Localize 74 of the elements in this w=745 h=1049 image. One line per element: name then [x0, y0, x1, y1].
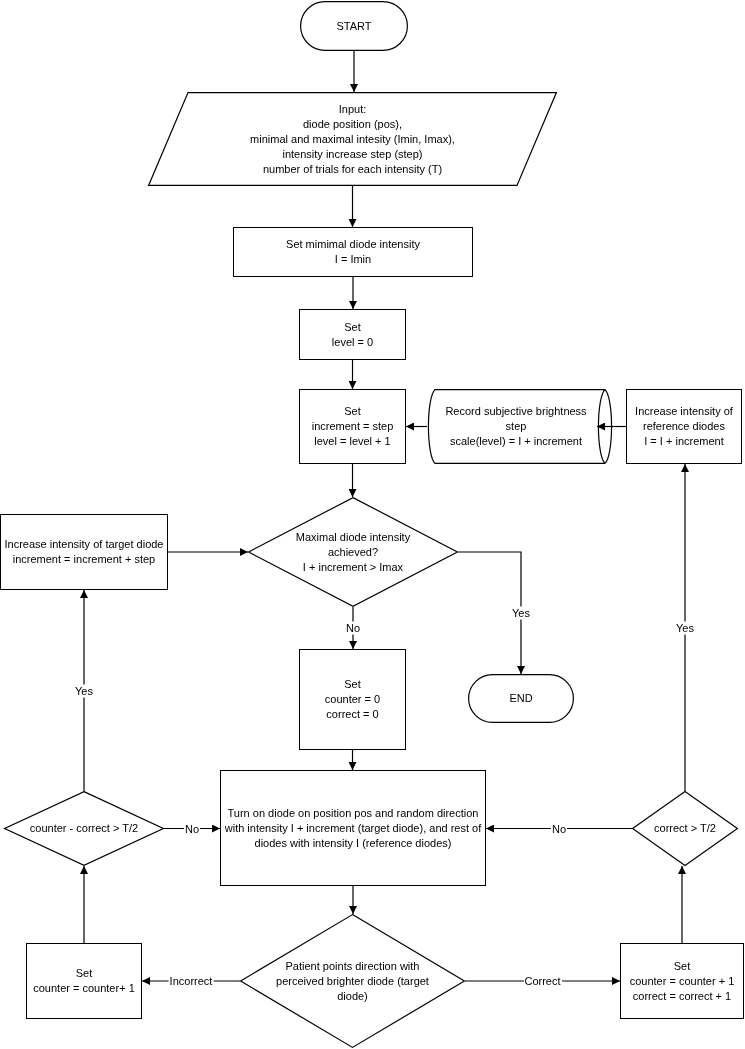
- node-text: START: [336, 18, 372, 34]
- arrow: [350, 50, 358, 93]
- process-box: [220, 770, 486, 886]
- node-text: number of trials for each intensity (T): [262, 161, 443, 177]
- node-text: counter - correct > T/2: [29, 821, 139, 836]
- process-box: [26, 943, 142, 1019]
- node-text: increment = step: [311, 419, 394, 434]
- storage-cylinder: [427, 389, 613, 464]
- arrow: [349, 276, 357, 310]
- arrow: [167, 548, 249, 556]
- node-text: increment = increment + step: [12, 552, 156, 567]
- input-parallelogram: [148, 92, 557, 186]
- node-text: minimal and maximal intesity (Imin, Imax),: [250, 131, 455, 147]
- arrow: [681, 463, 689, 792]
- process-box: [299, 309, 406, 360]
- node-text: Turn on diode on position pos and random direction with intensity I + increment (target diode), and rest of diodes with intensity I (reference diodes): [223, 805, 483, 851]
- node-text: Set: [344, 404, 361, 419]
- node-text: correct = 0: [326, 707, 379, 722]
- node-text: correct = correct + 1: [632, 988, 732, 1004]
- node-text: counter = counter + 1: [629, 973, 735, 989]
- arrow: [596, 422, 627, 431]
- node-text: correct > T/2: [654, 821, 716, 836]
- arrow: [405, 422, 428, 431]
- decision-diamond: [4, 791, 164, 866]
- node-text: Set: [75, 966, 93, 981]
- arrow: [348, 749, 357, 771]
- node-text: Increase intensity of target diode: [4, 537, 164, 552]
- node-text: Set: [673, 958, 691, 974]
- node-text: counter = counter+ 1: [33, 981, 135, 996]
- decision-diamond: [632, 791, 738, 866]
- node-text: I = I + increment: [644, 434, 724, 449]
- arrow: [80, 589, 88, 792]
- node-text: diode position (pos),: [302, 116, 403, 132]
- node-text: intensity increase step (step): [282, 146, 423, 162]
- terminal-shape: [468, 674, 574, 723]
- edge-label: Yes: [675, 621, 695, 634]
- edge-label: Correct: [523, 974, 562, 988]
- edge-label: Incorrect: [168, 974, 214, 988]
- node-text: level = 0: [331, 334, 374, 350]
- arrow: [485, 824, 633, 833]
- process-box: [299, 649, 406, 750]
- arrow: [457, 551, 525, 675]
- process-box: [233, 227, 473, 277]
- node-text: Set mimimal diode intensity: [286, 237, 420, 252]
- edge-label: Yes: [511, 606, 531, 620]
- node-text: I + increment > Imax: [302, 559, 404, 575]
- node-text: Input:: [338, 101, 367, 117]
- decision-diamond: [240, 914, 465, 1048]
- edge-label: No: [183, 822, 201, 835]
- node-text: Patient points direction with perceived brighter diode (target diode): [275, 958, 430, 1004]
- node-text: Maximal diode intensity achieved?: [294, 529, 412, 560]
- arrow: [349, 885, 357, 915]
- edge-label: No: [550, 822, 568, 835]
- arrow: [348, 463, 357, 498]
- node-text: Set: [344, 319, 361, 335]
- node-text: Increase intensity of reference diodes: [634, 404, 734, 434]
- arrow: [348, 359, 357, 390]
- decision-diamond: [248, 497, 458, 607]
- node-text: scale(level) = I + increment: [449, 434, 583, 449]
- node-text: I = Imin: [334, 252, 372, 267]
- process-box: [0, 514, 168, 590]
- terminal-shape: [300, 1, 408, 51]
- process-box: [626, 389, 742, 464]
- node-text: level = level + 1: [314, 434, 391, 449]
- node-text: END: [509, 691, 533, 706]
- process-box: [620, 943, 744, 1019]
- arrow: [678, 865, 686, 944]
- arrow: [80, 865, 88, 944]
- arrow: [348, 185, 357, 228]
- process-box: [299, 389, 406, 464]
- node-text: Set: [344, 677, 361, 692]
- node-text: counter = 0: [324, 692, 381, 707]
- edge-label: No: [344, 621, 362, 635]
- edge-label: Yes: [74, 684, 94, 697]
